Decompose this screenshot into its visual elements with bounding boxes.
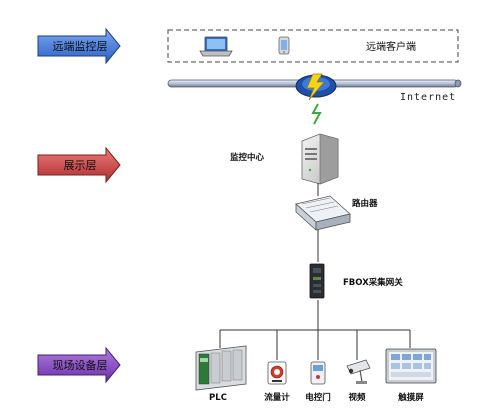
router-icon: [295, 195, 351, 231]
internet-label: Internet: [400, 92, 456, 103]
device-label-camera: 视频: [348, 392, 366, 403]
flowmeter-icon: [267, 361, 287, 385]
device-label-flowmeter: 流量计: [264, 392, 290, 403]
remote-client-box: 远端客户端: [167, 29, 459, 63]
phone-icon: [278, 36, 290, 55]
layer-display-arrow: 展示层: [37, 146, 121, 184]
device-label-plc: PLC: [209, 393, 227, 403]
door-controller-icon: [310, 361, 326, 385]
touchscreen-icon: [385, 348, 437, 384]
laptop-icon: [199, 36, 233, 57]
camera-icon: [346, 359, 371, 384]
monitor-center-label: 监控中心: [230, 152, 265, 163]
field-bus: [219, 329, 411, 360]
layer-field-label: 现场设备层: [53, 358, 108, 372]
internet-globe-icon: [295, 73, 337, 101]
remote-client-label: 远端客户端: [366, 40, 416, 53]
device-label-touchscreen: 触摸屏: [397, 392, 424, 403]
server-icon: [301, 133, 339, 185]
router-label: 路由器: [352, 198, 378, 209]
gateway-label: FBOX采集网关: [343, 277, 403, 288]
layer-display-label: 展示层: [64, 159, 97, 172]
plc-icon: [195, 345, 247, 391]
wireless-link-icon: [311, 103, 322, 125]
layer-remote-label: 远端监控层: [53, 39, 108, 53]
gateway-icon: [309, 263, 325, 299]
layer-remote-arrow: 远端监控层: [37, 27, 121, 65]
device-label-door: 电控门: [305, 392, 331, 403]
layer-field-arrow: 现场设备层: [37, 346, 121, 384]
